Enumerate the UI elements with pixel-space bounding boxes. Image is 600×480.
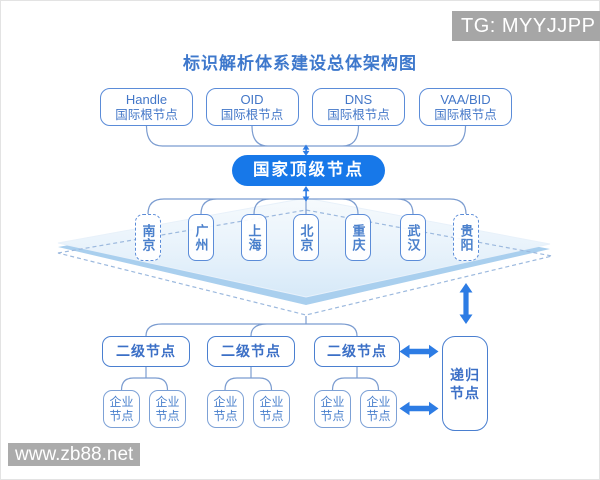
enterprise-node-6: 企业 节点 [360,390,397,428]
city-label: 武汉 [405,223,421,252]
enterprise-label: 节点 [366,409,391,423]
city-label: 重庆 [350,223,366,252]
enterprise-node-5: 企业 节点 [314,390,351,428]
enterprise-label: 企业 [366,395,391,409]
city-label: 贵阳 [458,223,474,252]
connector-roots-bracket [145,125,467,147]
recursive-label: 递归 [450,366,480,383]
city-label: 北京 [298,223,314,252]
enterprise-label: 企业 [320,395,345,409]
enterprise-label: 节点 [213,409,238,423]
connector-secondary-bracket [145,316,358,337]
national-top-node: 国家顶级节点 [232,155,385,186]
city-node-nanjing: 南京 [135,214,161,261]
city-node-shanghai: 上海 [241,214,267,261]
root-node-sub: 国际根节点 [327,108,390,122]
enterprise-label: 企业 [213,395,238,409]
city-node-chongqing: 重庆 [345,214,371,261]
enterprise-label: 企业 [109,395,134,409]
city-node-guangzhou: 广州 [188,214,214,261]
recursive-label: 节点 [450,384,480,401]
recursive-node: 递归 节点 [442,336,488,431]
root-node-sub: 国际根节点 [434,108,497,122]
city-label: 上海 [246,223,262,252]
root-node-dns: DNS 国际根节点 [312,88,405,126]
secondary-node-1: 二级节点 [102,336,190,367]
double-arrow-roots-national [302,144,310,156]
secondary-node-3: 二级节点 [314,336,400,367]
city-label: 广州 [193,223,209,252]
platform-diamond-dashed-outline [57,209,553,316]
double-arrow-secondary-recursive [399,344,439,359]
root-node-name: DNS [344,92,373,107]
enterprise-node-3: 企业 节点 [207,390,244,428]
enterprise-label: 企业 [155,395,180,409]
enterprise-label: 节点 [155,409,180,423]
city-node-beijing: 北京 [293,214,319,261]
root-node-oid: OID 国际根节点 [205,88,299,126]
root-node-vaa-bid: VAA/BID 国际根节点 [419,88,512,126]
root-node-name: OID [240,92,264,107]
enterprise-label: 企业 [259,395,284,409]
root-node-handle: Handle 国际根节点 [100,88,193,126]
city-node-wuhan: 武汉 [400,214,426,261]
double-arrow-national-platform [302,186,310,202]
enterprise-node-1: 企业 节点 [103,390,140,428]
double-arrow-platform-recursive [459,283,473,324]
secondary-node-2: 二级节点 [207,336,295,367]
double-arrow-enterprise-recursive [399,401,439,416]
city-label: 南京 [140,223,156,252]
site-watermark: www.zb88.net [8,443,141,466]
root-node-sub: 国际根节点 [115,108,178,122]
root-node-name: Handle [125,92,168,107]
enterprise-label: 节点 [320,409,345,423]
root-node-name: VAA/BID [440,92,491,107]
city-node-guiyang: 贵阳 [453,214,479,261]
enterprise-node-2: 企业 节点 [149,390,186,428]
enterprise-label: 节点 [259,409,284,423]
enterprise-label: 节点 [109,409,134,423]
root-node-sub: 国际根节点 [220,108,284,122]
enterprise-node-4: 企业 节点 [253,390,290,428]
connector-enterprise-brackets [120,367,380,391]
diagram-title: 标识解析体系建设总体架构图 [183,54,417,73]
tg-contact-badge: TG: MYYJJPP [452,11,600,41]
